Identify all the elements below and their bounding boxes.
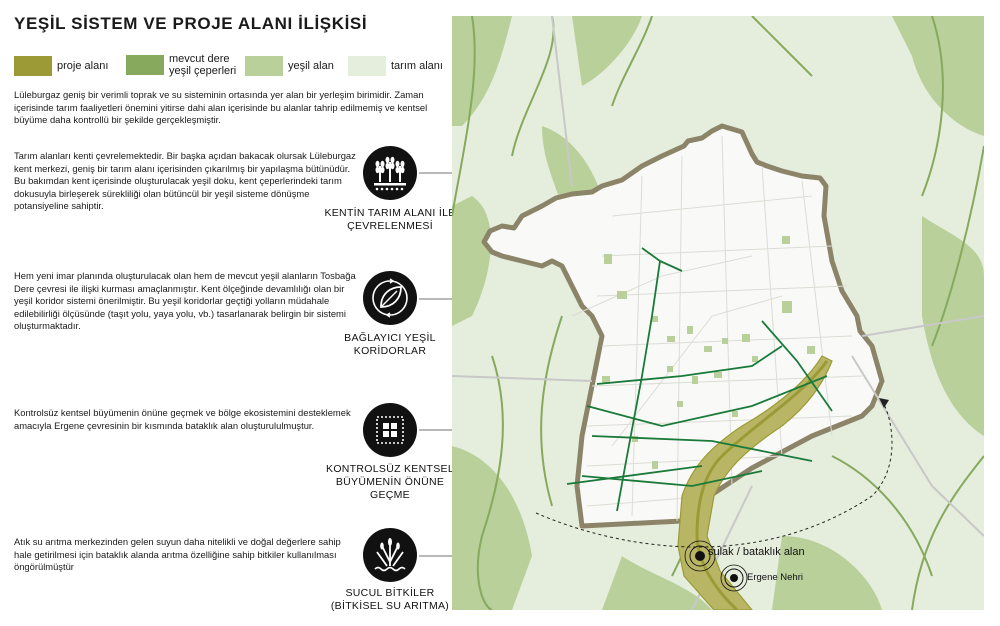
intro-paragraph: Lüleburgaz geniş bir verimli toprak ve s… [14, 89, 428, 126]
boundary-grid-icon [363, 403, 417, 457]
legend-label-project: proje alanı [57, 60, 109, 72]
river-marker [720, 564, 748, 592]
wetland-label: sulak / bataklık alan [708, 546, 805, 558]
section-text-farmland: Tarım alanları kenti çevrelemektedir. Bi… [14, 150, 356, 212]
growth-boundary-arc [535, 400, 893, 548]
green-corridors [566, 247, 833, 512]
legend-swatch-project [14, 56, 52, 76]
section-text-corridors: Hem yeni imar planında oluşturulacak ola… [14, 270, 356, 332]
legend-item-green: yeşil alan [245, 56, 334, 76]
legend-swatch-green [245, 56, 283, 76]
wetland-marker [684, 540, 716, 572]
section-label-aquatic: SUCUL BİTKİLER (BİTKİSEL SU ARITMA) [330, 587, 450, 612]
city-map [452, 16, 984, 610]
urban-green-patches [602, 236, 815, 469]
river-label: Ergene Nehri [747, 572, 803, 583]
legend-label-farmland: tarım alanı [391, 60, 443, 72]
section-text-growth: Kontrolsüz kentsel büyümenin önüne geçme… [14, 407, 351, 431]
legend-swatch-creek [126, 55, 164, 75]
section-label-growth: KONTROLSÜZ KENTSEL BÜYÜMENİN ÖNÜNE GEÇME [326, 463, 454, 501]
section-text-aquatic: Atık su arıtma merkezinden gelen suyun d… [14, 536, 341, 573]
legend-label-creek: mevcut dere yeşil çeperleri [169, 53, 237, 77]
legend-swatch-farmland [348, 56, 386, 76]
legend-item-farmland: tarım alanı [348, 56, 443, 76]
section-label-farmland: KENTİN TARIM ALANI İLE ÇEVRELENMESİ [324, 207, 456, 232]
legend-item-creek: mevcut dere yeşil çeperleri [126, 53, 249, 77]
highways [452, 16, 984, 610]
legend-item-project: proje alanı [14, 56, 108, 76]
reed-icon [363, 528, 417, 582]
leaf-cycle-icon [363, 271, 417, 325]
legend-label-green: yeşil alan [288, 60, 334, 72]
section-label-corridors: BAĞLAYICI YEŞİL KORİDORLAR [344, 332, 436, 357]
wheat-icon [363, 146, 417, 200]
growth-arrow-head [879, 398, 889, 408]
green-areas [452, 16, 984, 610]
page-title: YEŞİL SİSTEM VE PROJE ALANI İLİŞKİSİ [14, 14, 368, 33]
street-grid [571, 135, 863, 522]
